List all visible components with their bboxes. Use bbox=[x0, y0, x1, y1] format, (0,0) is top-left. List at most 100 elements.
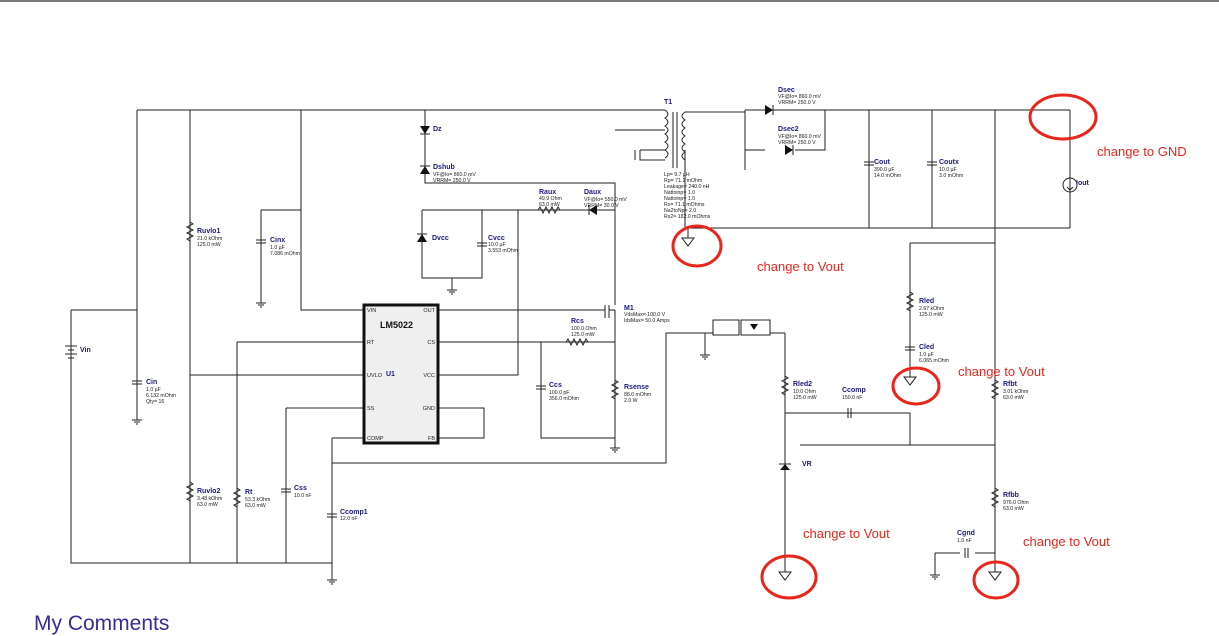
label-rcs: Rcs bbox=[571, 318, 584, 325]
label-m1: M1 bbox=[624, 305, 634, 312]
val-t1-4: Nattoinp= 1.0 bbox=[664, 196, 695, 202]
val-cled-1: 6.065 mOhm bbox=[919, 358, 949, 364]
schematic-diagram: LM5022 U1 VIN RT UVLO SS COMP OUT CS VCC… bbox=[65, 87, 1187, 600]
val-cgnd-0: 1.0 nF bbox=[957, 538, 972, 544]
val-coutx-1: 3.0 mOhm bbox=[939, 173, 963, 179]
val-ccs-0: 100.0 pF bbox=[549, 390, 569, 396]
val-t1-0: Lp= 9.7 µH bbox=[664, 172, 690, 178]
val-t1-7: Rs2= 182.0 mOhms bbox=[664, 214, 711, 220]
val-cin-1: 6.132 mOhm bbox=[146, 393, 176, 399]
component-labels: Dz Dshub VF@Io= 860.0 mV VRRM= 250.0 V T… bbox=[80, 87, 1089, 544]
val-dsec-1: VRRM= 250.0 V bbox=[778, 100, 816, 106]
val-dshub-1: VRRM= 250.0 V bbox=[433, 178, 471, 184]
label-css: Css bbox=[294, 485, 307, 492]
ic-pin-vin: VIN bbox=[367, 308, 376, 314]
label-ccomp: Ccomp bbox=[842, 387, 866, 394]
val-cinx-1: 7.086 mOhm bbox=[270, 251, 300, 257]
val-t1-3: Nattoinp= 1.0 bbox=[664, 190, 695, 196]
ic-pin-ss: SS bbox=[367, 406, 375, 412]
val-rcs-0: 100.0 Ohm bbox=[571, 326, 597, 332]
label-dz: Dz bbox=[433, 126, 442, 133]
annotations: change to GND change to Vout change to V… bbox=[671, 93, 1187, 600]
label-rfbb: Rfbb bbox=[1003, 492, 1019, 499]
label-daux: Daux bbox=[584, 189, 601, 196]
val-ruvlo2-1: 63.0 mW bbox=[197, 502, 218, 508]
val-m1-1: IdsMax= 50.0 Amps bbox=[624, 318, 670, 324]
ic-pin-gnd: GND bbox=[423, 406, 435, 412]
label-rled: Rled bbox=[919, 298, 934, 305]
val-daux-1: VRRM= 30.0 V bbox=[584, 203, 619, 209]
label-t1: T1 bbox=[664, 99, 672, 106]
ic-pin-comp: COMP bbox=[367, 436, 384, 442]
ic-pin-vcc: VCC bbox=[423, 373, 435, 379]
val-rcs-1: 125.0 mW bbox=[571, 332, 595, 338]
ic-name: LM5022 bbox=[380, 320, 413, 330]
val-rled2-1: 125.0 mW bbox=[793, 395, 817, 401]
label-rled2: Rled2 bbox=[793, 381, 812, 388]
ic-ref: U1 bbox=[386, 371, 395, 378]
label-raux: Raux bbox=[539, 189, 556, 196]
val-rt-1: 63.0 mW bbox=[245, 503, 266, 509]
val-t1-2: Leakage= 240.0 nH bbox=[664, 184, 710, 190]
val-rfbt-1: 63.0 mW bbox=[1003, 395, 1024, 401]
val-ruvlo2-0: 3.48 kOhm bbox=[197, 496, 222, 502]
val-dsec2-0: VF@Io= 860.0 mV bbox=[778, 134, 821, 140]
val-cout-0: 390.0 µF bbox=[874, 167, 895, 173]
label-cled: Cled bbox=[919, 344, 934, 351]
val-cin-0: 1.0 µF bbox=[146, 387, 161, 393]
label-rfbt: Rfbt bbox=[1003, 381, 1018, 388]
annotation-vout-4: change to Vout bbox=[1023, 534, 1110, 549]
val-cled-0: 1.0 µF bbox=[919, 352, 934, 358]
val-t1-6: Na2toNp= 2.0 bbox=[664, 208, 696, 214]
val-t1-5: Rs= 71.1 mOhms bbox=[664, 202, 705, 208]
label-cout: Cout bbox=[874, 159, 891, 166]
annotation-circle-vout-4 bbox=[972, 560, 1020, 600]
val-ccs-1: 356.0 mOhm bbox=[549, 396, 579, 402]
val-rfbt-0: 3.01 kOhm bbox=[1003, 389, 1028, 395]
annotation-circle-vout-1 bbox=[671, 224, 723, 268]
val-ccomp-0: 150.0 nF bbox=[842, 395, 862, 401]
val-t1-1: Rp= 71.1 mOhm bbox=[664, 178, 702, 184]
annotation-vout-1: change to Vout bbox=[757, 259, 844, 274]
val-rfbb-1: 63.0 mW bbox=[1003, 506, 1024, 512]
val-dsec-0: VF@Io= 860.0 mV bbox=[778, 94, 821, 100]
label-ccs: Ccs bbox=[549, 382, 562, 389]
label-cgnd: Cgnd bbox=[957, 530, 975, 537]
label-dsec: Dsec bbox=[778, 87, 795, 94]
val-cin-2: Qty= 16 bbox=[146, 399, 164, 405]
label-vin: Vin bbox=[80, 347, 91, 354]
my-comments-heading: My Comments bbox=[34, 612, 170, 635]
val-rsense-0: 88.0 mOhm bbox=[624, 392, 651, 398]
val-cout-1: 14.0 mOhm bbox=[874, 173, 901, 179]
ic-lm5022[interactable]: LM5022 U1 VIN RT UVLO SS COMP OUT CS VCC… bbox=[362, 303, 440, 445]
val-ruvlo1-0: 21.0 kOhm bbox=[197, 236, 222, 242]
label-ruvlo1: Ruvlo1 bbox=[197, 228, 220, 235]
val-rled2-0: 10.0 Ohm bbox=[793, 389, 816, 395]
val-m1-0: VdsMax= 100.0 V bbox=[624, 312, 666, 318]
val-dsec2-1: VRRM= 250.0 V bbox=[778, 140, 816, 146]
label-rt: Rt bbox=[245, 489, 253, 496]
val-daux-0: VF@Io= 550.0 mV bbox=[584, 197, 627, 203]
val-cvcc-0: 10.0 µF bbox=[488, 242, 506, 248]
label-dvcc: Dvcc bbox=[432, 235, 449, 242]
label-rsense: Rsense bbox=[624, 384, 649, 391]
val-raux-0: 49.9 Ohm bbox=[539, 196, 562, 202]
ic-pin-fb: FB bbox=[428, 436, 435, 442]
val-coutx-0: 10.0 µF bbox=[939, 167, 957, 173]
label-iout: Iout bbox=[1076, 180, 1089, 187]
label-vr: VR bbox=[802, 461, 812, 468]
val-rled-0: 2.67 kOhm bbox=[919, 306, 944, 312]
annotation-circle-vout-3 bbox=[760, 554, 818, 600]
val-ccomp1-0: 12.0 nF bbox=[340, 516, 358, 522]
val-ruvlo1-1: 125.0 mW bbox=[197, 242, 221, 248]
label-cin: Cin bbox=[146, 379, 157, 386]
annotation-gnd: change to GND bbox=[1097, 144, 1187, 159]
label-ccomp1: Ccomp1 bbox=[340, 509, 368, 516]
label-dsec2: Dsec2 bbox=[778, 126, 799, 133]
ic-pin-uvlo: UVLO bbox=[367, 373, 383, 379]
ic-pin-out: OUT bbox=[423, 308, 435, 314]
val-cinx-0: 1.0 µF bbox=[270, 245, 285, 251]
ic-pin-cs: CS bbox=[427, 340, 435, 346]
annotation-circle-vout-2 bbox=[891, 366, 941, 406]
label-dshub: Dshub bbox=[433, 164, 455, 171]
